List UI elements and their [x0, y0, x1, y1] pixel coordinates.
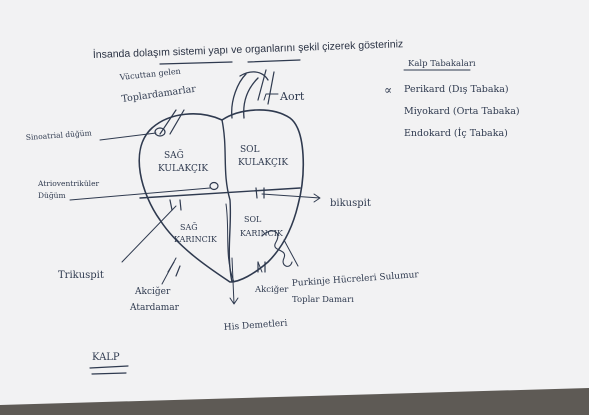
- arrow-his: [229, 257, 239, 305]
- label-sag-karincik-1: SAĞ: [180, 223, 198, 232]
- sinoatrial-node: [154, 127, 166, 137]
- heart-septum-shadow: [225, 203, 235, 283]
- av-line: [139, 187, 301, 199]
- note-akciger-toplar-2: Toplar Damarı: [292, 295, 354, 305]
- arrow-bikuspit: [261, 193, 321, 203]
- label-sag-kulakcik-2: KULAKÇIK: [158, 164, 208, 174]
- paper: [0, 0, 589, 405]
- arrow-av: [69, 187, 211, 201]
- layers-alpha: ∝: [384, 83, 392, 97]
- arrow-purkinje: [283, 239, 299, 267]
- prompt-underline-2: [247, 59, 301, 63]
- note-atrioventrikuler-2: Düğüm: [38, 191, 66, 200]
- purkinje-scribble: [261, 230, 293, 267]
- layer-item-1: Perikard (Dış Tabaka): [404, 84, 509, 95]
- note-akciger-toplar-1: Akciğer: [254, 284, 289, 295]
- label-sag-karincik-2: KARINCIK: [174, 235, 218, 244]
- note-bikuspit: bikuspit: [330, 198, 371, 209]
- caption-kalp: KALP: [92, 352, 120, 363]
- aorta-vessel: [231, 71, 269, 119]
- label-sol-kulakcik-1: SOL: [240, 145, 260, 155]
- note-his-demetleri: His Demetleri: [224, 319, 288, 333]
- note-atrioventrikuler-1: Atrioventriküler: [37, 179, 100, 188]
- note-akciger-2: Atardamar: [129, 303, 180, 313]
- label-sol-kulakcik-2: KULAKÇIK: [238, 158, 288, 168]
- arrow-sinoatrial: [99, 132, 157, 141]
- caption-underline: [89, 365, 129, 375]
- label-sol-karincik-1: SOL: [244, 215, 262, 224]
- arrow-akciger-atar: [161, 257, 177, 285]
- av-node: [209, 181, 219, 191]
- layers-title: Kalp Tabakaları: [408, 59, 476, 69]
- label-sag-kulakcik-1: SAĞ: [164, 149, 184, 161]
- prompt-underline-1: [159, 61, 233, 65]
- arrow-aort: [263, 93, 279, 101]
- heart-septum: [221, 119, 233, 283]
- arrow-akciger-toplar: [257, 261, 263, 273]
- pulmonary-veins-top: [257, 69, 275, 105]
- note-aort: Aort: [279, 90, 305, 103]
- arrow-trikuspit: [121, 205, 177, 263]
- label-sol-karincik-2: KARINCIK: [240, 229, 284, 238]
- layer-item-3: Endokard (İç Tabaka): [404, 127, 508, 139]
- vena-cava-top: [159, 109, 185, 135]
- layer-item-2: Miyokard (Orta Tabaka): [404, 106, 520, 117]
- note-akciger-1: Akciğer: [134, 286, 171, 297]
- note-trikuspit: Trikuspit: [58, 270, 104, 281]
